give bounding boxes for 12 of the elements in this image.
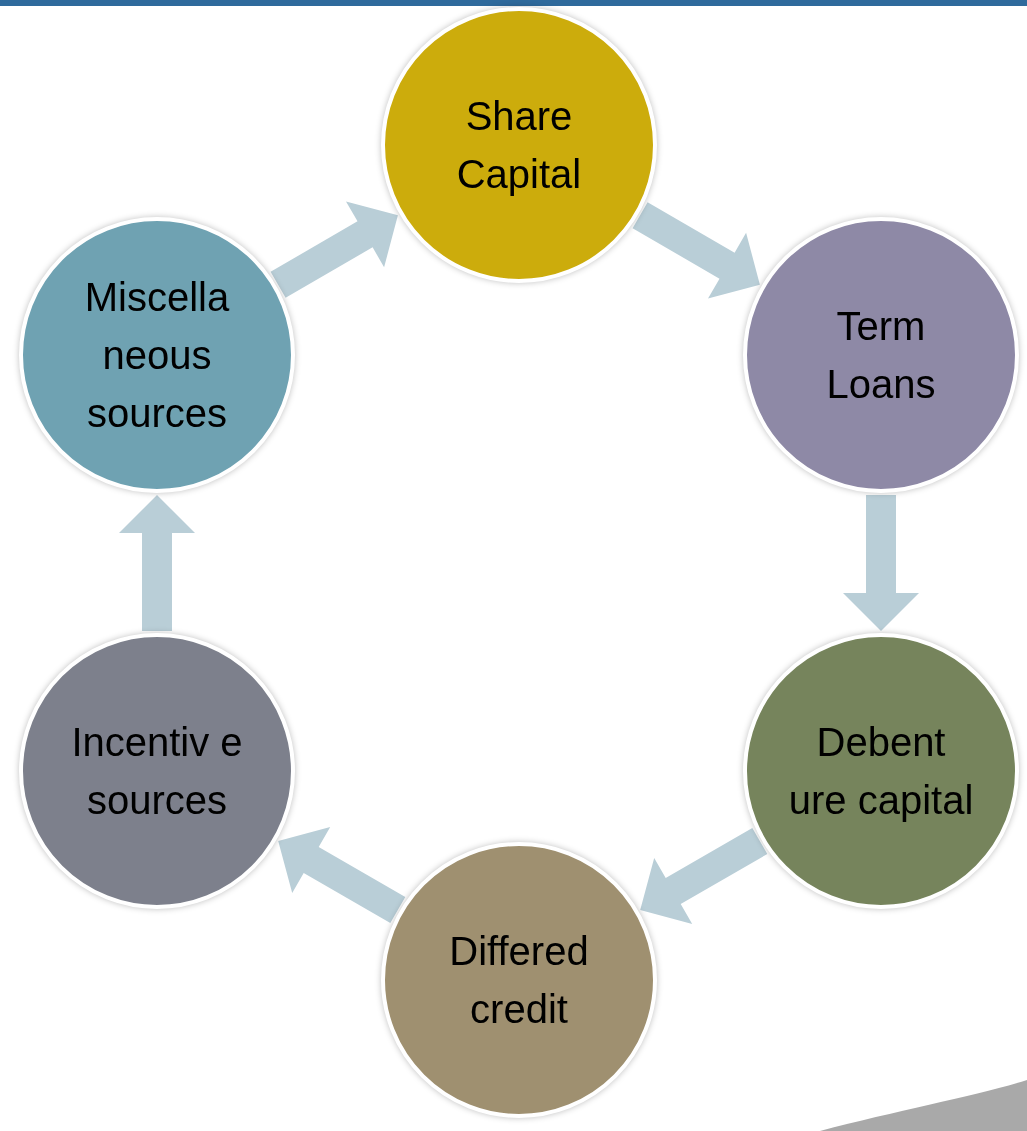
node-label: Incentiv e sources — [70, 719, 244, 824]
node-label: Term Loans — [825, 303, 937, 408]
block-arrow — [843, 495, 919, 631]
block-arrow — [278, 827, 406, 923]
block-arrow — [640, 828, 768, 924]
block-arrow — [632, 202, 760, 299]
block-arrow — [270, 201, 398, 298]
node-label: Share Capital — [455, 93, 583, 198]
block-arrow — [119, 495, 195, 631]
node-label: Miscella neous sources — [83, 274, 231, 437]
node-label: Debent ure capital — [787, 719, 975, 824]
node-label: Differed credit — [448, 928, 590, 1033]
